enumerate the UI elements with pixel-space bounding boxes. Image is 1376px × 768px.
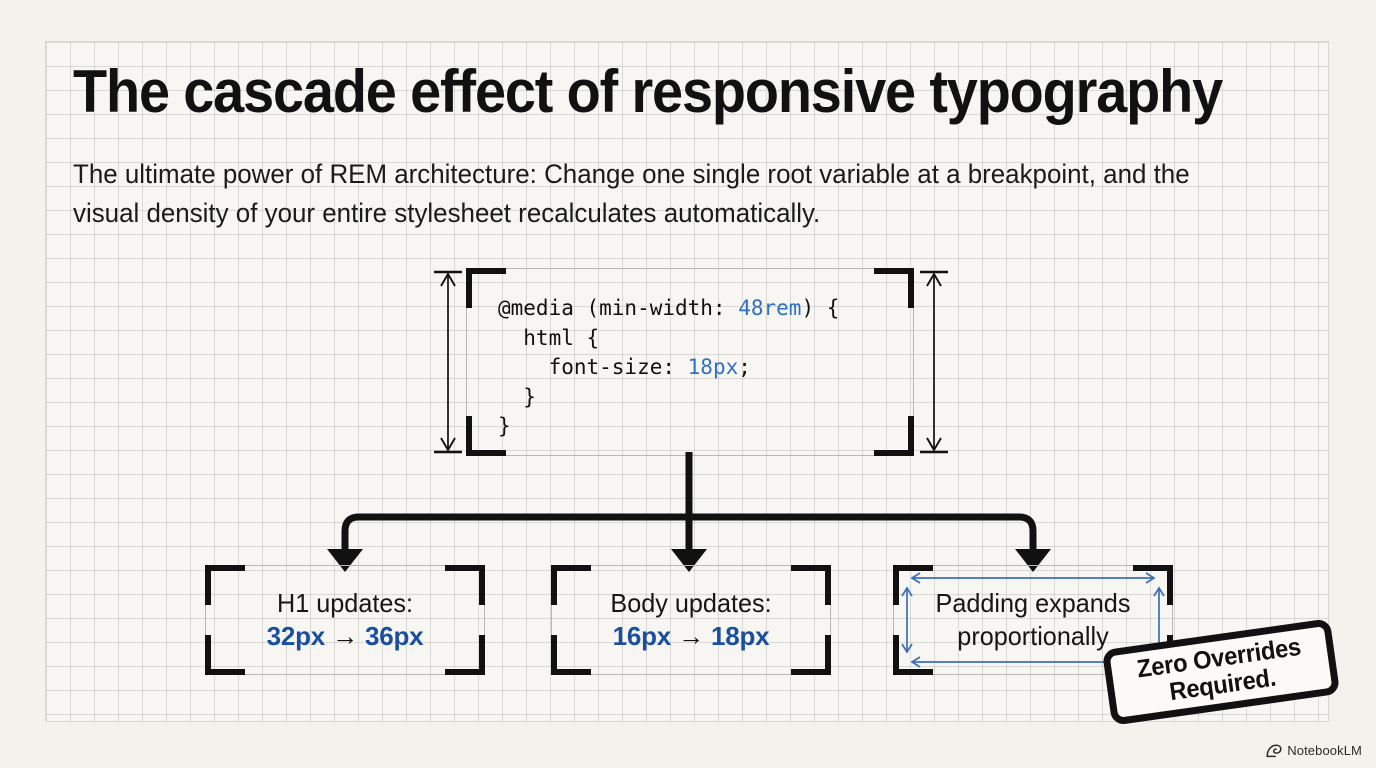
result-padding-line1: Padding expands: [935, 588, 1131, 618]
code-line-5: }: [498, 414, 511, 438]
arrow-right-icon: →: [678, 621, 704, 651]
result-body-label: Body updates:: [610, 588, 772, 618]
notebooklm-label: NotebookLM: [1287, 743, 1362, 758]
result-box-body-text: Body updates: 16px → 18px: [552, 587, 830, 653]
code-line-3: font-size: 18px;: [498, 355, 751, 379]
arrow-right-icon: →: [332, 621, 358, 651]
corner-bracket-top-right: [791, 565, 831, 605]
corner-bracket-top-right: [874, 268, 914, 308]
notebooklm-watermark: NotebookLM: [1266, 743, 1362, 758]
corner-bracket-top-left: [205, 565, 245, 605]
corner-bracket-top-left: [466, 268, 506, 308]
slide-panel: [45, 41, 1329, 722]
result-h1-to: 36px: [364, 621, 424, 651]
result-h1-from: 32px: [266, 621, 326, 651]
code-line-4: }: [498, 384, 536, 409]
result-body-values: 16px → 18px: [552, 620, 830, 653]
corner-bracket-bottom-left: [551, 635, 591, 675]
result-body-from: 16px: [612, 621, 672, 651]
corner-bracket-bottom-right: [874, 416, 914, 456]
corner-bracket-bottom-right: [791, 635, 831, 675]
corner-bracket-bottom-left: [205, 635, 245, 675]
corner-bracket-top-right: [1133, 565, 1173, 605]
corner-bracket-bottom-left: [466, 416, 506, 456]
code-block-frame: [466, 268, 914, 456]
dimension-arrow-left: [434, 270, 462, 454]
code-line-1: @media (min-width: 48rem) {: [498, 296, 840, 320]
corner-bracket-top-right: [445, 565, 485, 605]
code-line-2: html {: [498, 325, 600, 350]
corner-bracket-bottom-left: [893, 635, 933, 675]
code-snippet: @media (min-width: 48rem) { html { font-…: [498, 294, 839, 442]
result-box-padding: Padding expands proportionally: [893, 565, 1173, 675]
notebooklm-spiral-icon: [1266, 743, 1282, 757]
page-title: The cascade effect of responsive typogra…: [73, 58, 1223, 125]
corner-bracket-top-left: [893, 565, 933, 605]
code-value-48rem: 48rem: [738, 296, 802, 320]
result-body-to: 18px: [710, 621, 770, 651]
page-subtitle: The ultimate power of REM architecture: …: [73, 159, 1190, 228]
result-box-h1: H1 updates: 32px → 36px: [205, 565, 485, 675]
result-box-padding-text: Padding expands proportionally: [894, 587, 1172, 653]
result-box-body: Body updates: 16px → 18px: [551, 565, 831, 675]
result-h1-label: H1 updates:: [276, 588, 414, 618]
corner-bracket-bottom-right: [445, 635, 485, 675]
corner-bracket-top-left: [551, 565, 591, 605]
code-value-18px: 18px: [687, 355, 739, 379]
result-h1-values: 32px → 36px: [206, 620, 484, 653]
result-box-h1-text: H1 updates: 32px → 36px: [206, 587, 484, 653]
result-padding-line2: proportionally: [957, 621, 1109, 651]
dimension-arrow-right: [920, 270, 948, 454]
